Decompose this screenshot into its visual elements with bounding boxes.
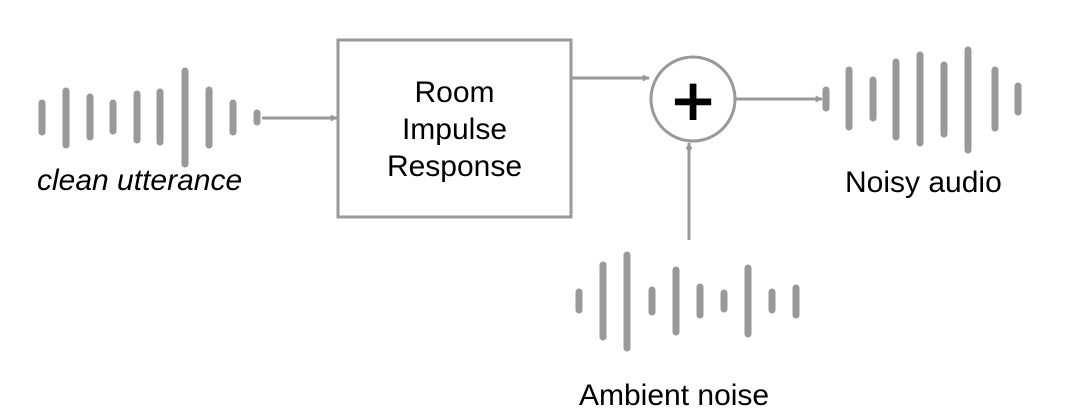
rir-label-line-3: Response (386, 150, 523, 183)
rir-box (336, 38, 573, 219)
plus-icon: + (668, 66, 718, 134)
clean-utterance-label: clean utterance (37, 164, 243, 197)
noisy-waveform-icon (822, 46, 1022, 154)
rir-label: Room Impulse Response (338, 74, 571, 185)
rir-label-line-2: Impulse (401, 113, 508, 146)
noisy-audio-label: Noisy audio (845, 166, 1002, 199)
clean-waveform-icon (38, 67, 261, 168)
ambient-noise-label: Ambient noise (579, 379, 770, 412)
rir-label-line-1: Room (414, 76, 495, 109)
noise-waveform-icon (575, 251, 800, 352)
sum-node (649, 55, 737, 143)
